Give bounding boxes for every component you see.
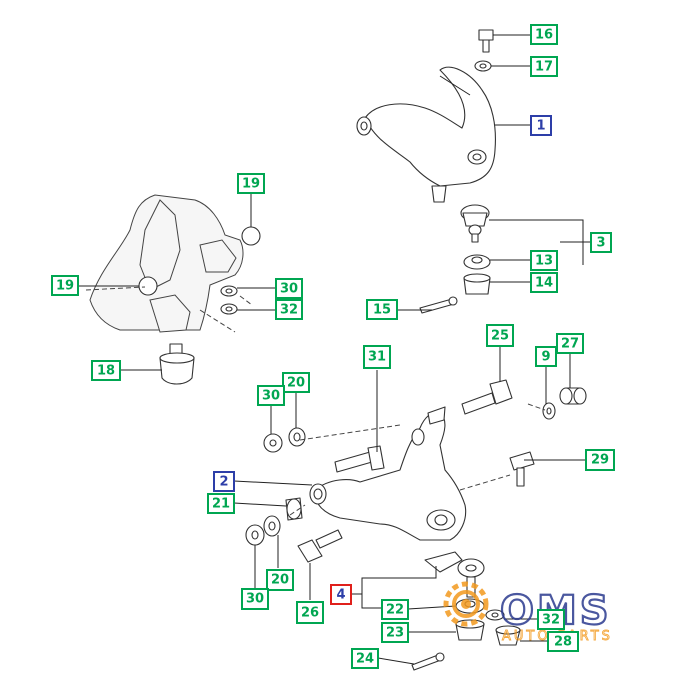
callout-20-lower-label: 20	[271, 573, 289, 588]
callout-16[interactable]: 16	[530, 24, 558, 45]
callout-30-lower[interactable]: 30	[241, 588, 269, 610]
callout-14[interactable]: 14	[530, 272, 558, 293]
upper-ball-joint	[460, 204, 490, 243]
callout-27[interactable]: 27	[556, 333, 584, 354]
callout-13[interactable]: 13	[530, 250, 558, 271]
callout-4[interactable]: 4	[330, 584, 352, 605]
bolt-29	[509, 451, 535, 487]
callout-4-label: 4	[336, 588, 345, 603]
callout-32-upper[interactable]: 32	[275, 299, 303, 320]
callout-15[interactable]: 15	[366, 299, 398, 320]
callout-20-middle-label: 20	[287, 376, 305, 391]
callout-18-label: 18	[97, 364, 115, 379]
nut-30-middle	[263, 433, 283, 453]
upper-control-arm	[356, 66, 496, 203]
nut-23	[455, 619, 485, 641]
callout-3-label: 3	[596, 236, 605, 251]
callout-21[interactable]: 21	[207, 493, 235, 514]
callout-23-label: 23	[386, 626, 404, 641]
callout-19-left-label: 19	[56, 279, 74, 294]
callout-32-lower-label: 32	[542, 613, 560, 628]
bolt-26	[297, 529, 343, 563]
cotter-pin-24	[411, 652, 445, 671]
callouts: 16 17 1 19 3 13 19 14	[51, 24, 615, 669]
callout-30-upper-label: 30	[280, 282, 298, 297]
callout-25-label: 25	[491, 329, 509, 344]
cap-28	[495, 625, 521, 646]
callout-16-label: 16	[535, 28, 553, 43]
washer-9	[542, 402, 556, 420]
callout-1-label: 1	[536, 119, 545, 134]
callout-18[interactable]: 18	[91, 360, 121, 381]
callout-28[interactable]: 28	[547, 631, 579, 652]
nut-14	[463, 273, 491, 295]
callout-31[interactable]: 31	[363, 345, 391, 369]
callout-24-label: 24	[356, 652, 374, 667]
callout-14-label: 14	[535, 276, 553, 291]
callout-20-lower[interactable]: 20	[266, 569, 294, 591]
callout-9-label: 9	[541, 350, 550, 365]
callout-30-upper[interactable]: 30	[275, 278, 303, 299]
callout-32-lower[interactable]: 32	[537, 609, 565, 630]
bushing-27	[559, 387, 587, 405]
callout-2-label: 2	[219, 475, 228, 490]
bushing-20-lower	[263, 515, 281, 537]
parts-drawing	[85, 29, 587, 671]
callout-15-label: 15	[373, 303, 391, 318]
callout-26[interactable]: 26	[296, 601, 324, 624]
callout-9[interactable]: 9	[535, 346, 557, 367]
callout-28-label: 28	[554, 635, 572, 650]
gear-icon	[443, 581, 489, 627]
bushing-20-middle	[288, 427, 306, 447]
mount-18	[159, 343, 195, 385]
callout-17-label: 17	[535, 60, 553, 75]
callout-24[interactable]: 24	[351, 648, 379, 669]
callout-19-left[interactable]: 19	[51, 275, 79, 296]
callout-20-middle[interactable]: 20	[282, 372, 310, 393]
callout-29-label: 29	[591, 453, 609, 468]
lower-control-arm	[309, 406, 467, 541]
callout-27-label: 27	[561, 337, 579, 352]
chassis-bracket	[85, 194, 261, 333]
callout-30-middle[interactable]: 30	[257, 385, 285, 406]
callout-2[interactable]: 2	[213, 471, 235, 492]
bolt-16	[478, 29, 494, 53]
lower-ball-joint	[424, 551, 485, 598]
callout-26-label: 26	[301, 606, 319, 621]
washer-32-upper	[220, 303, 238, 315]
callout-31-label: 31	[368, 350, 386, 365]
washer-32-lower	[485, 609, 505, 621]
callout-13-label: 13	[535, 254, 553, 269]
callout-30-middle-label: 30	[262, 389, 280, 404]
boot-13	[463, 254, 491, 270]
callout-19-top[interactable]: 19	[237, 173, 265, 194]
washer-17	[474, 60, 492, 72]
callout-19-top-label: 19	[242, 177, 260, 192]
callout-1[interactable]: 1	[530, 115, 552, 136]
nut-30-upper	[220, 285, 238, 297]
callout-22[interactable]: 22	[381, 599, 409, 620]
callout-30-lower-label: 30	[246, 592, 264, 607]
callout-32-upper-label: 32	[280, 303, 298, 318]
nut-30-lower	[245, 524, 265, 546]
callout-3[interactable]: 3	[590, 232, 612, 253]
callout-25[interactable]: 25	[486, 324, 514, 347]
callout-22-label: 22	[386, 603, 404, 618]
callout-23[interactable]: 23	[381, 622, 409, 643]
bolt-31	[334, 445, 385, 473]
callout-29[interactable]: 29	[585, 449, 615, 471]
cotter-pin-15	[419, 296, 458, 314]
callout-17[interactable]: 17	[530, 56, 558, 77]
bolt-25	[461, 379, 513, 415]
callout-21-label: 21	[212, 497, 230, 512]
leader-lines	[78, 34, 590, 665]
